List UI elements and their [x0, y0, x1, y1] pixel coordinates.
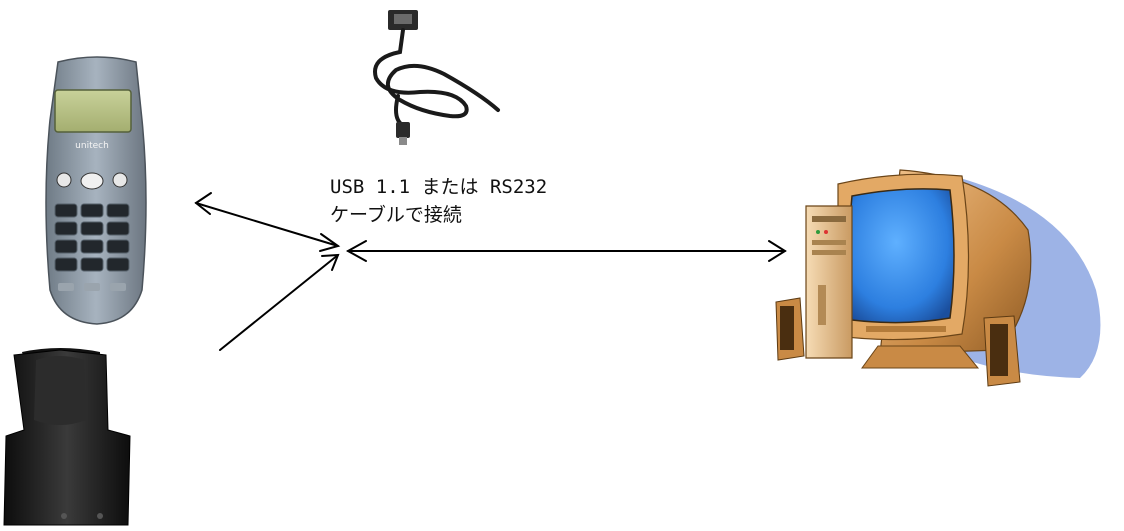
scanner-brand-label: unitech — [75, 141, 109, 151]
desktop-computer-icon — [775, 169, 1101, 387]
arrowhead-hub-top — [319, 233, 341, 252]
cradle-link-arrow — [219, 254, 339, 351]
caption-line-connect-with-cable: ケーブルで接続 — [330, 204, 462, 226]
arrowhead-pc — [768, 240, 787, 262]
connection-arrows — [194, 192, 787, 351]
arrowhead-hub-bottom — [321, 253, 340, 271]
arrowhead-hub-right — [345, 240, 367, 262]
caption-line-connection-type: USB 1.1 または RS232 — [330, 176, 548, 198]
charging-cradle-icon — [3, 348, 131, 526]
cable-caption: USB 1.1 または RS232 ケーブルで接続 — [330, 173, 547, 229]
arrowhead-left-scanner — [194, 192, 212, 215]
handheld-scanner-icon: unitech — [45, 56, 147, 325]
scanner-link-arrow — [195, 202, 339, 247]
usb-rs232-cable-icon — [373, 10, 500, 145]
